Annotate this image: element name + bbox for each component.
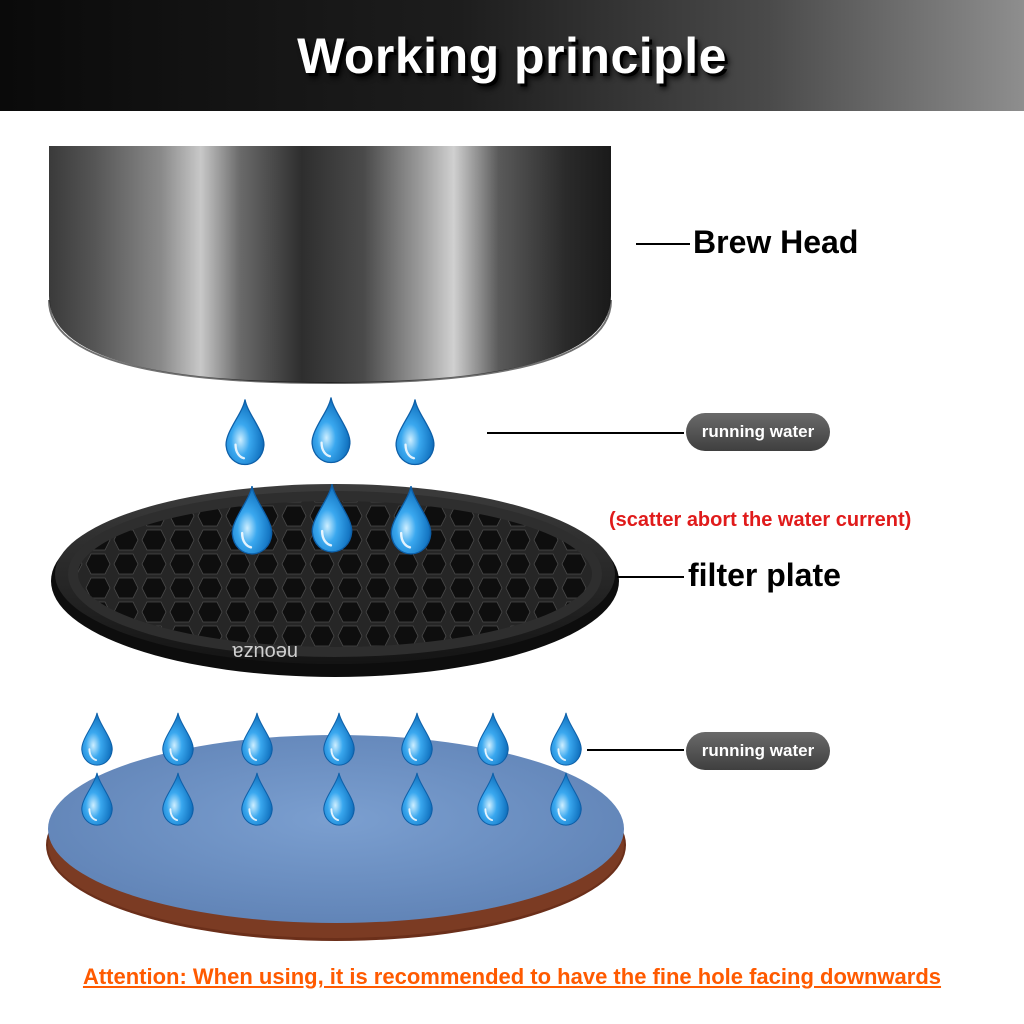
water-drop-icon [549,712,583,766]
water-drop-icon [224,398,266,466]
water-drop-icon [322,712,356,766]
water-drop-icon [476,712,510,766]
attention-note: Attention: When using, it is recommended… [82,964,942,989]
water-drops-row-1 [224,396,436,466]
filter-plate: neouza [51,484,619,677]
brew-head [48,146,612,385]
page-title: Working principle [297,27,727,84]
scatter-note: (scatter abort the water current) [609,509,912,531]
filter-plate-label: filter plate [688,557,841,593]
running-water-badge-2: running water [686,732,830,770]
coffee-puck [46,735,626,941]
brew-head-label: Brew Head [693,224,859,260]
header-banner: Working principle [0,0,1024,111]
water-drop-icon [310,396,352,464]
water-drop-icon [400,712,434,766]
filter-brand-mark: neouza [232,641,298,663]
water-drop-icon [394,398,436,466]
water-drop-icon [240,712,274,766]
water-drop-icon [161,712,195,766]
water-drop-icon [80,712,114,766]
running-water-badge-1: running water [686,413,830,451]
